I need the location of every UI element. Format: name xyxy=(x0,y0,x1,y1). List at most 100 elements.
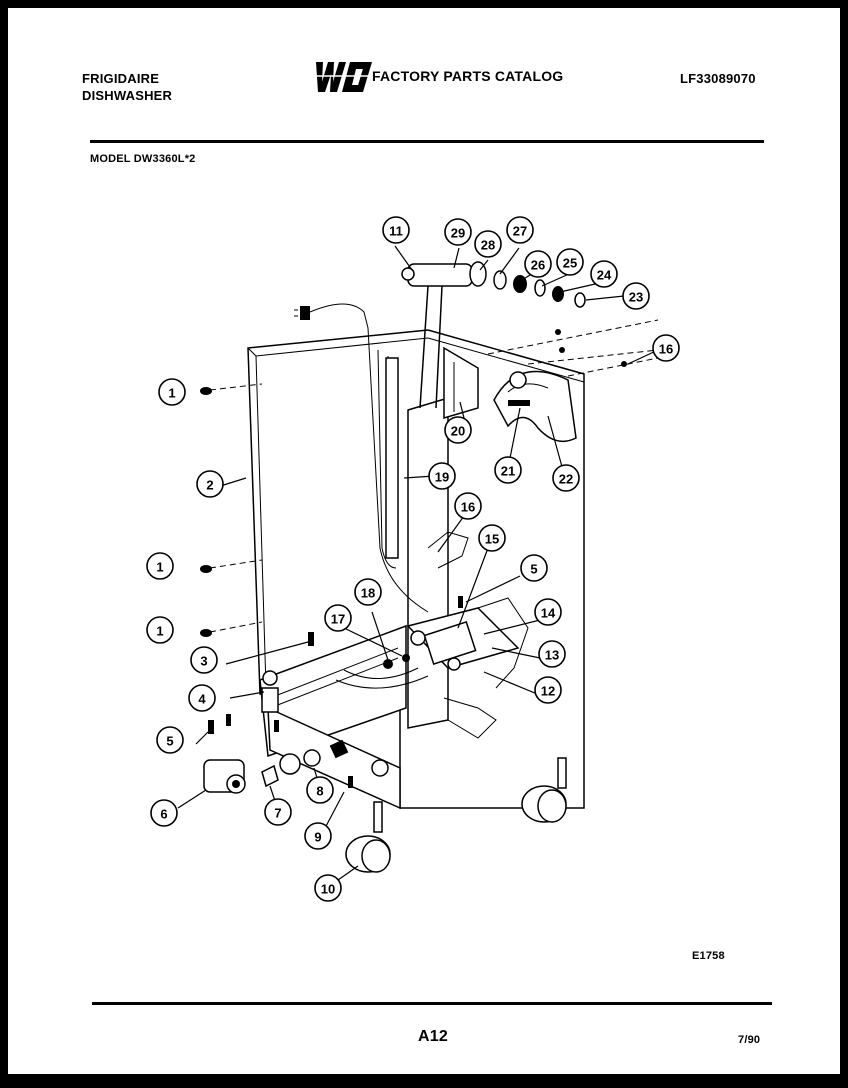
callout-c9: 9 xyxy=(304,822,332,850)
callout-number: 15 xyxy=(485,532,499,547)
callout-number: 5 xyxy=(530,562,537,577)
callout-circle xyxy=(314,874,342,902)
callout-number: 11 xyxy=(389,224,403,239)
callout-number: 28 xyxy=(481,238,495,253)
callout-circle xyxy=(264,798,292,826)
callout-circle xyxy=(158,378,186,406)
callout-circle xyxy=(156,726,184,754)
callout-circle xyxy=(196,470,224,498)
callout-number: 6 xyxy=(160,807,167,822)
callout-c6: 6 xyxy=(150,799,178,827)
callout-c2: 2 xyxy=(196,470,224,498)
callout-circle xyxy=(382,216,410,244)
base-hardware xyxy=(208,596,463,788)
header-rule xyxy=(90,140,764,143)
parts-catalog-page: FRIGIDAIRE DISHWASHER FACTORY PARTS CATA… xyxy=(8,8,840,1074)
callout-number: 21 xyxy=(501,464,515,479)
callout-circle xyxy=(538,640,566,668)
caster-front xyxy=(345,801,391,873)
callout-c12: 12 xyxy=(534,676,562,704)
callout-circle xyxy=(306,776,334,804)
callout-c28: 28 xyxy=(474,230,502,258)
footer-rule xyxy=(92,1002,772,1005)
callout-number: 10 xyxy=(321,882,335,897)
callout-c11: 11 xyxy=(382,216,410,244)
caster-rear xyxy=(521,757,567,823)
callout-c23: 23 xyxy=(622,282,650,310)
figure-code: E1758 xyxy=(692,950,725,962)
model-number: MODEL DW3360L*2 xyxy=(90,153,196,165)
callout-c3: 3 xyxy=(190,646,218,674)
callout-circle xyxy=(146,616,174,644)
callout-c5a: 5 xyxy=(156,726,184,754)
callout-circle xyxy=(506,216,534,244)
callout-number: 29 xyxy=(451,226,465,241)
callout-c4: 4 xyxy=(188,684,216,712)
callout-circle xyxy=(324,604,352,632)
callout-circle xyxy=(520,554,548,582)
callout-number: 5 xyxy=(166,734,173,749)
callout-number: 4 xyxy=(198,692,206,707)
callout-number: 19 xyxy=(435,470,449,485)
callout-c27: 27 xyxy=(506,216,534,244)
callout-circle xyxy=(556,248,584,276)
callout-c16b: 16 xyxy=(652,334,680,362)
control-components xyxy=(335,607,520,689)
callout-c16a: 16 xyxy=(454,492,482,520)
callout-number: 22 xyxy=(559,472,573,487)
inlet-valve-assembly xyxy=(401,261,586,409)
callout-number: 16 xyxy=(659,342,673,357)
catalog-title: FACTORY PARTS CATALOG xyxy=(372,68,564,84)
callout-number: 3 xyxy=(200,654,207,669)
callout-c29: 29 xyxy=(444,218,472,246)
callout-c26: 26 xyxy=(524,250,552,278)
callout-number: 9 xyxy=(314,830,321,845)
callout-circle xyxy=(534,598,562,626)
screws-left xyxy=(200,383,263,637)
callout-number: 20 xyxy=(451,424,465,439)
callout-number: 7 xyxy=(274,806,281,821)
drain-valve-group xyxy=(203,739,349,794)
blower-housing xyxy=(493,370,577,443)
callout-number: 13 xyxy=(545,648,559,663)
callout-circle xyxy=(474,230,502,258)
revision-date: 7/90 xyxy=(738,1034,761,1046)
callout-number: 17 xyxy=(331,612,345,627)
callout-c21: 21 xyxy=(494,456,522,484)
callout-circle xyxy=(150,799,178,827)
callout-c7: 7 xyxy=(264,798,292,826)
callout-c13: 13 xyxy=(538,640,566,668)
callout-number: 16 xyxy=(461,500,475,515)
product-type: DISHWASHER xyxy=(82,88,173,103)
callout-c1a: 1 xyxy=(158,378,186,406)
callout-circle xyxy=(652,334,680,362)
callout-circle xyxy=(478,524,506,552)
callout-number: 1 xyxy=(156,560,163,575)
callout-number: 25 xyxy=(563,256,577,271)
callout-circle xyxy=(552,464,580,492)
callout-circle xyxy=(188,684,216,712)
callout-c24: 24 xyxy=(590,260,618,288)
callout-circle xyxy=(190,646,218,674)
callout-circle xyxy=(304,822,332,850)
power-cord xyxy=(294,303,429,613)
callout-circle xyxy=(146,552,174,580)
callout-c14: 14 xyxy=(534,598,562,626)
callout-number: 18 xyxy=(361,586,375,601)
callout-number: 8 xyxy=(316,784,323,799)
screws-top-right xyxy=(487,319,659,377)
callout-c8: 8 xyxy=(306,776,334,804)
callout-circle xyxy=(494,456,522,484)
callout-c1b: 1 xyxy=(146,552,174,580)
callout-c25: 25 xyxy=(556,248,584,276)
callout-circle xyxy=(428,462,456,490)
brand-name: FRIGIDAIRE xyxy=(82,71,160,86)
callout-c17: 17 xyxy=(324,604,352,632)
callout-circle xyxy=(444,218,472,246)
document-number: LF33089070 xyxy=(680,71,756,86)
callout-c20: 20 xyxy=(444,416,472,444)
wci-logo xyxy=(312,62,372,92)
callout-c10: 10 xyxy=(314,874,342,902)
cutaway-edges xyxy=(427,531,529,739)
